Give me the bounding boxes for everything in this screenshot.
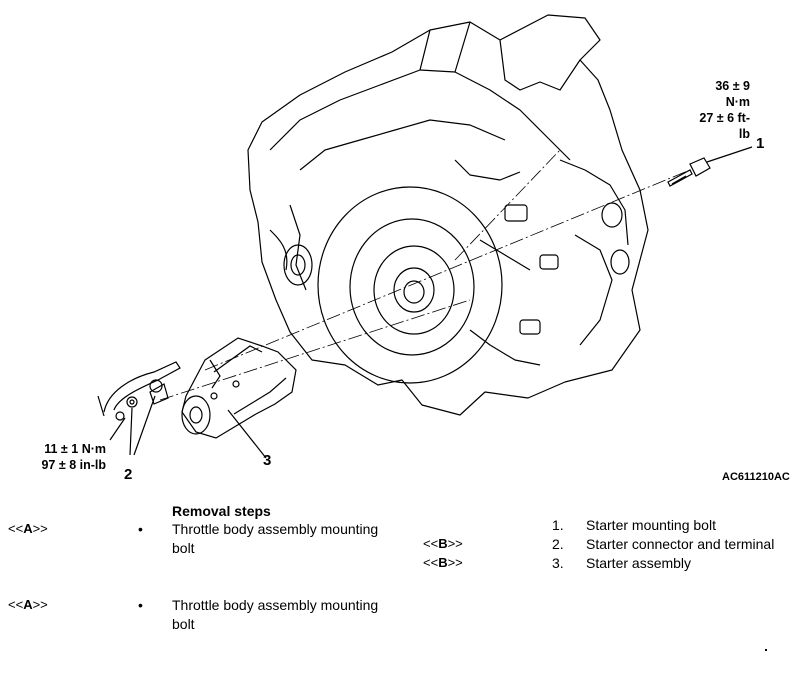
stray-mark [765, 649, 767, 651]
ref-bracket-open: << [8, 521, 24, 536]
bullet: • [138, 597, 143, 613]
transaxle-starter-illustration [97, 14, 753, 459]
ref-letter: B [438, 536, 448, 551]
exploded-diagram: 36 ± 9 N·m 27 ± 6 ft-lb 11 ± 1 N·m 97 ± … [30, 14, 790, 483]
ref-letter: A [23, 521, 33, 536]
step-text: Starter mounting bolt [586, 517, 716, 533]
starter-mounting-bolt [667, 169, 693, 187]
callout-2: 2 [124, 466, 133, 483]
torque-metric: 11 ± 1 N·m [44, 442, 106, 456]
ref-bracket-open: << [423, 555, 439, 570]
ref-bracket-close: >> [32, 597, 48, 612]
ref-letter: A [23, 597, 33, 612]
step-text: Starter assembly [586, 555, 692, 571]
callout-1: 1 [756, 135, 765, 152]
ref-letter: B [438, 555, 448, 570]
ref-link-a[interactable]: <<A>> [8, 521, 48, 536]
ref-bracket-open: << [423, 536, 439, 551]
step-number: 2. [552, 536, 564, 552]
ref-link-b[interactable]: <<B>> [423, 536, 463, 551]
ref-bracket-open: << [8, 597, 24, 612]
torque-spec-bolt-2: 11 ± 1 N·m 97 ± 8 in-lb [30, 441, 106, 473]
ref-bracket-close: >> [447, 536, 463, 551]
torque-metric: 36 ± 9 N·m [715, 79, 750, 109]
figure-code: AC611210AC [722, 471, 790, 483]
starter-connector [103, 361, 181, 413]
step-text: Starter connector and terminal [586, 536, 775, 552]
bullet: • [138, 521, 143, 537]
step-text: Throttle body assembly mounting bolt [172, 521, 379, 556]
starter-assembly [181, 337, 297, 439]
transaxle-housing [247, 14, 649, 416]
step-number: 1. [552, 517, 564, 533]
ref-bracket-close: >> [32, 521, 48, 536]
ref-link-b[interactable]: <<B>> [423, 555, 463, 570]
torque-spec-bolt-1: 36 ± 9 N·m 27 ± 6 ft-lb [690, 78, 750, 142]
torque-imperial: 27 ± 6 ft-lb [699, 111, 750, 141]
removal-steps-heading: Removal steps [172, 503, 271, 519]
step-text: Throttle body assembly mounting bolt [172, 597, 379, 632]
step-number: 3. [552, 555, 564, 571]
ref-bracket-close: >> [447, 555, 463, 570]
ref-link-a[interactable]: <<A>> [8, 597, 48, 612]
converter-housing [317, 186, 503, 384]
callout-3: 3 [263, 452, 272, 469]
torque-imperial: 97 ± 8 in-lb [41, 458, 106, 472]
